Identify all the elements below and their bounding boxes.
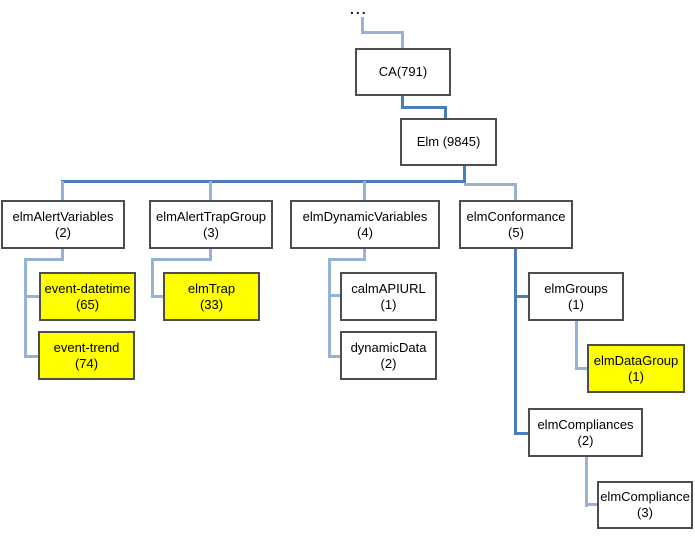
node-elm-compliance: elmCompliance (3) (597, 481, 693, 529)
connector-segment (575, 367, 587, 370)
connector-segment (328, 294, 340, 297)
node-count: (5) (508, 224, 524, 240)
node-label: Elm (9845) (416, 134, 481, 149)
node-count: (33) (199, 296, 224, 312)
node-count: (3) (203, 224, 219, 240)
node-label: event-trend (53, 339, 120, 355)
node-label: elmAlertTrapGroup (155, 208, 267, 224)
connector-segment (464, 183, 517, 186)
node-elm-data-group: elmDataGroup (1) (587, 344, 685, 393)
connector-segment (209, 181, 212, 200)
connector-segment (328, 355, 340, 358)
node-label: elmCompliance (600, 489, 690, 504)
node-elm-compliances: elmCompliances (2) (528, 408, 643, 457)
node-count: (1) (568, 296, 584, 312)
node-label: calmAPIURL (351, 280, 426, 296)
node-label: elmDynamicVariables (302, 208, 428, 224)
node-dynamic-data: dynamicData (2) (340, 331, 437, 380)
node-count: (2) (55, 224, 71, 240)
connector-segment (514, 432, 528, 435)
connector-segment (514, 183, 517, 200)
connector-segment (209, 248, 212, 261)
connector-segment (444, 106, 447, 118)
connector-segment (575, 320, 578, 370)
node-count: (2) (380, 355, 397, 371)
connector-segment (24, 355, 38, 358)
connector-segment (24, 258, 27, 358)
connector-segment (328, 258, 366, 261)
connector-segment (401, 106, 447, 109)
connector-segment (361, 31, 404, 34)
node-elm-groups: elmGroups (1) (528, 272, 624, 321)
node-label: event-datetime (44, 280, 131, 296)
node-count: (3) (637, 505, 653, 520)
tree-continuation-ellipsis: ... (350, 1, 368, 17)
connector-segment (401, 96, 404, 109)
node-count: (1) (628, 368, 644, 384)
connector-segment (151, 258, 212, 261)
connector-segment (61, 248, 64, 261)
connector-segment (61, 181, 64, 200)
connector-segment (585, 457, 588, 507)
connector-segment (363, 181, 366, 200)
connector-segment (24, 295, 39, 298)
connector-segment (361, 17, 364, 34)
node-count: (65) (75, 296, 100, 312)
node-label: dynamicData (350, 339, 427, 355)
node-label: CA(791) (378, 64, 428, 79)
node-elm-dynamic-variables: elmDynamicVariables (4) (290, 200, 440, 249)
node-count: (74) (74, 355, 99, 371)
node-count: (4) (357, 224, 373, 240)
node-count: (2) (577, 432, 594, 448)
connector-segment (61, 180, 466, 183)
connector-segment (514, 248, 517, 435)
connector-segment (151, 295, 163, 298)
connector-segment (151, 258, 154, 298)
node-elm-conformance: elmConformance (5) (459, 200, 573, 249)
connector-segment (401, 31, 404, 48)
node-elm-alert-trap-group: elmAlertTrapGroup (3) (149, 200, 273, 249)
node-ca: CA(791) (355, 48, 451, 96)
connector-segment (514, 295, 528, 298)
connector-segment (463, 166, 466, 183)
node-count: (1) (380, 296, 397, 312)
node-event-datetime: event-datetime (65) (39, 272, 136, 321)
node-elm: Elm (9845) (400, 118, 497, 166)
node-elm-trap: elmTrap (33) (163, 272, 260, 321)
node-elm-alert-variables: elmAlertVariables (2) (1, 200, 125, 249)
node-label: elmGroups (544, 280, 608, 296)
connector-segment (363, 248, 366, 261)
node-label: elmCompliances (537, 416, 634, 432)
node-event-trend: event-trend (74) (38, 331, 135, 380)
node-label: elmConformance (466, 208, 566, 224)
node-label: elmAlertVariables (12, 208, 114, 224)
node-label: elmDataGroup (593, 352, 679, 368)
connector-segment (328, 258, 331, 358)
connector-segment (24, 258, 64, 261)
node-calm-apiurl: calmAPIURL (1) (340, 272, 437, 321)
node-label: elmTrap (187, 280, 236, 296)
connector-segment (585, 503, 597, 506)
